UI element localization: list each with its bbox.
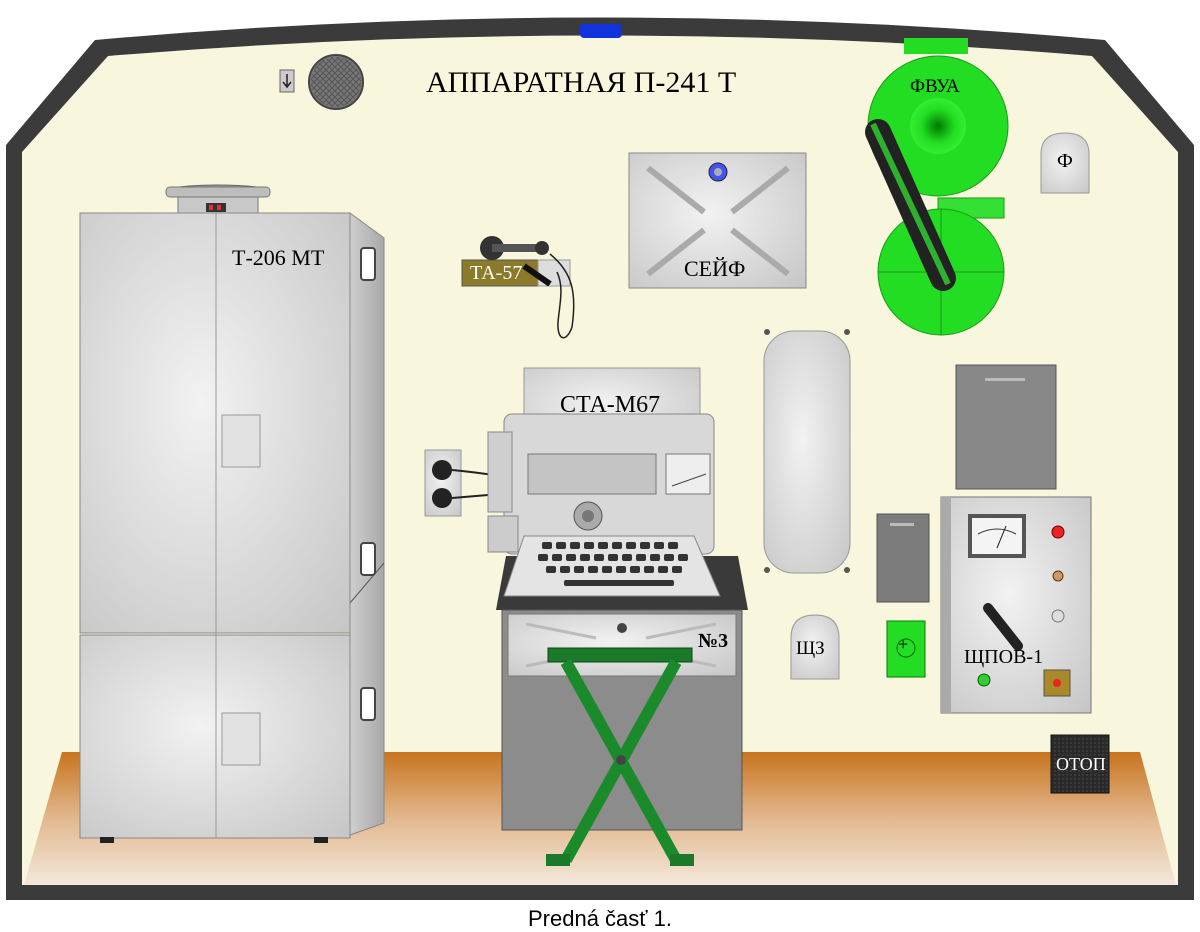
shield-box-label: ЩЗ	[796, 638, 825, 659]
power-panel-schpov[interactable]: ЩПОВ-1	[940, 496, 1092, 714]
power-panel-label: ЩПОВ-1	[964, 646, 1044, 668]
table-number: №3	[698, 630, 729, 652]
fire-extinguisher-otop[interactable]: ОТОП	[1050, 734, 1112, 796]
small-panel	[876, 513, 930, 603]
wall-panel[interactable]	[760, 325, 856, 577]
fvua-label: ФВУА	[910, 76, 960, 97]
teletype-label: СТА-М67	[560, 392, 661, 418]
folding-stool[interactable]	[544, 644, 696, 870]
filter-unit-fvua[interactable]: ФВУА	[848, 38, 1018, 336]
otop-label: ОТОП	[1056, 754, 1106, 774]
info-board	[955, 364, 1057, 490]
page-caption: Predná časť 1.	[528, 906, 672, 931]
phone-label: ТА-57	[470, 262, 523, 284]
shield-box-sch3[interactable]: ЩЗ	[790, 614, 842, 680]
phone-ta57[interactable]: ТА-57	[452, 232, 582, 344]
safe-label: СЕЙФ	[684, 256, 746, 281]
filter-box-label: Ф	[1057, 150, 1073, 172]
room-title: АППАРАТНАЯ П-241 Т	[426, 66, 737, 99]
cabinet-t206[interactable]: Т-206 МТ	[78, 183, 388, 843]
teletype-sta-m67[interactable]: СТА-М67	[484, 366, 734, 608]
ventilator-fan[interactable]	[278, 52, 368, 112]
socket-label: +	[898, 634, 909, 654]
safe[interactable]: СЕЙФ	[628, 152, 808, 290]
green-socket[interactable]: +	[886, 620, 932, 678]
cabinet-label: Т-206 МТ	[232, 245, 325, 270]
wall-outlet[interactable]	[424, 446, 504, 520]
filter-box-f[interactable]: Ф	[1040, 132, 1090, 194]
